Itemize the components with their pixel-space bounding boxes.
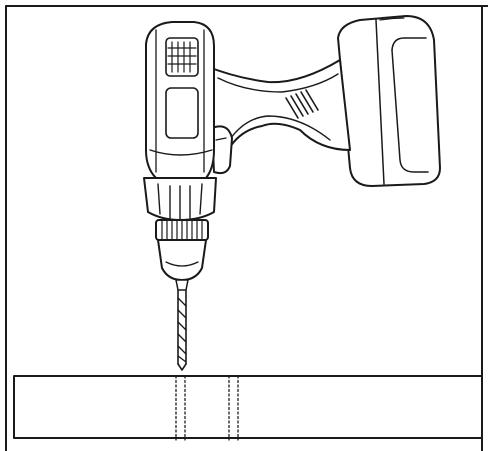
battery-pack: [337, 15, 441, 187]
motor-vent: [285, 89, 319, 119]
trigger: [211, 125, 233, 175]
drill-hole-guide-lines: [175, 375, 239, 441]
twist-drill-bit: [177, 289, 187, 371]
keyless-chuck: [143, 177, 217, 291]
handle-grip: [205, 59, 351, 151]
motor-housing: [145, 21, 215, 179]
workpiece-board: [13, 375, 483, 439]
